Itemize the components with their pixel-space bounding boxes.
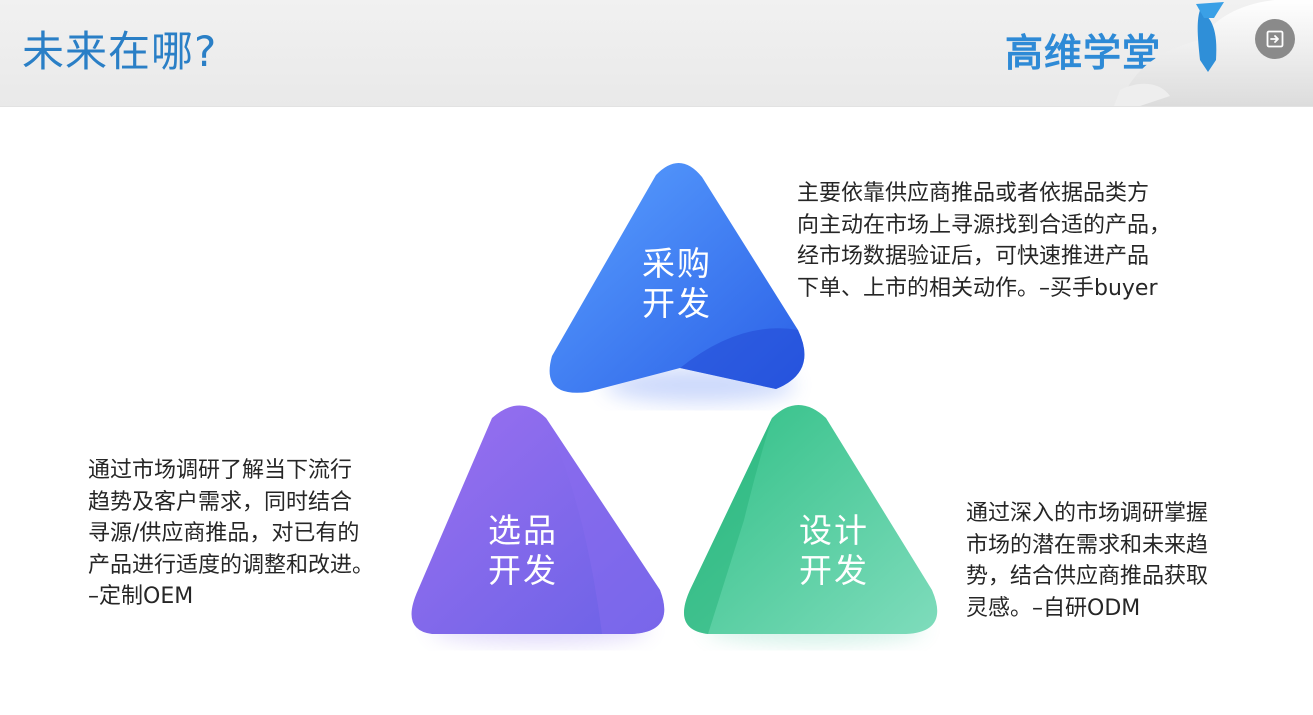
xuanpin-label-line1: 选品: [488, 511, 558, 550]
caigou-label-line2: 开发: [642, 284, 712, 323]
sheji-description: 通过深入的市场调研掌握 市场的潜在需求和未来趋 势，结合供应商推品获取 灵感。–…: [966, 501, 1209, 621]
caigou-label: 采购 开发: [617, 244, 737, 324]
exit-fullscreen-button[interactable]: [1255, 19, 1295, 59]
sheji-label-line2: 开发: [799, 551, 869, 590]
triangle-sheji: [684, 405, 938, 634]
slide-header: 未来在哪? 高维学堂: [0, 0, 1313, 107]
exit-fullscreen-icon: [1266, 30, 1284, 48]
triangle-caigou: [549, 162, 805, 393]
xuanpin-description: 通过市场调研了解当下流行 趋势及客户需求，同时结合 寻源/供应商推品，对已有的 …: [88, 458, 375, 609]
sheji-label-line1: 设计: [799, 511, 869, 550]
caigou-label-line1: 采购: [642, 244, 712, 283]
brand-logo-text: 高维学堂: [1005, 31, 1162, 75]
xuanpin-label: 选品 开发: [463, 511, 583, 591]
slide-title: 未来在哪?: [22, 27, 218, 76]
triangle-xuanpin: [411, 405, 665, 634]
sheji-label: 设计 开发: [774, 511, 894, 591]
caigou-description: 主要依靠供应商推品或者依据品类方 向主动在市场上寻源找到合适的产品， 经市场数据…: [797, 181, 1172, 301]
xuanpin-label-line2: 开发: [488, 551, 558, 590]
